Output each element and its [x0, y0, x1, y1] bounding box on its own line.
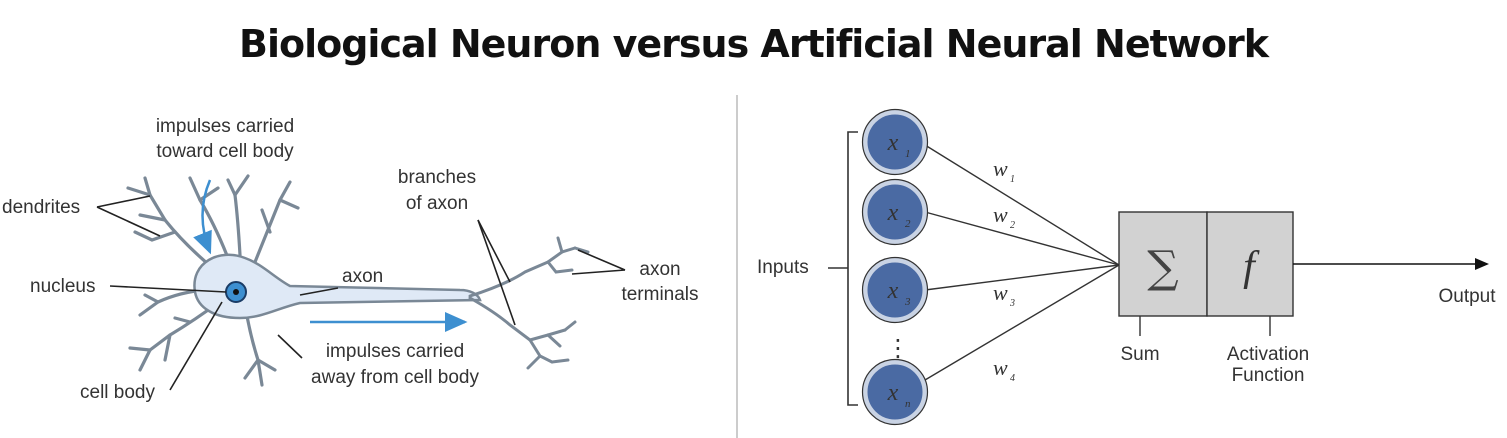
impulse-toward-arrow	[193, 179, 212, 255]
weight-w1: w 1	[993, 156, 1015, 185]
svg-text:1: 1	[1010, 174, 1015, 185]
cell-body-shape	[193, 253, 482, 320]
svg-text:w: w	[993, 280, 1008, 305]
label-dendrites: dendrites	[2, 197, 80, 218]
weight-w3: w 3	[993, 280, 1015, 309]
artificial-network: Inputs x 1 x 2 x 3 ⋮	[757, 108, 1496, 426]
diagram-title: Biological Neuron versus Artificial Neur…	[238, 22, 1269, 66]
node-var: x	[887, 380, 899, 406]
label-impulses-toward-2: toward cell body	[156, 141, 294, 162]
svg-text:4: 4	[1010, 373, 1015, 384]
svg-text:w: w	[993, 156, 1008, 181]
svg-text:w: w	[993, 355, 1008, 380]
label-axon-terminals-2: terminals	[621, 284, 698, 305]
label-impulses-away-1: impulses carried	[326, 341, 464, 362]
svg-text:3: 3	[1009, 298, 1015, 309]
label-axon: axon	[342, 266, 383, 287]
label-sum: Sum	[1120, 344, 1159, 365]
neuron-leader-lines	[96, 195, 626, 391]
node-var: x	[887, 130, 899, 156]
biological-neuron: impulses carried toward cell body dendri…	[2, 116, 699, 403]
label-branches-1: branches	[398, 167, 476, 188]
inputs-bracket	[828, 131, 858, 406]
axon-branches-drawing	[468, 236, 590, 370]
weight-w4: w 4	[993, 355, 1015, 384]
activation-box	[1206, 211, 1294, 317]
svg-text:w: w	[993, 202, 1008, 227]
sum-box	[1118, 211, 1208, 317]
ellipsis: ⋮	[886, 334, 910, 362]
label-axon-terminals-1: axon	[639, 259, 680, 280]
dendrites-drawing	[126, 174, 300, 387]
label-output: Output	[1438, 286, 1496, 307]
label-activation-2: Function	[1232, 365, 1305, 386]
label-cell-body: cell body	[80, 382, 155, 403]
input-node-2: x 2	[861, 178, 929, 246]
sum-symbol: ∑	[1147, 242, 1178, 293]
label-nucleus: nucleus	[30, 276, 96, 297]
input-node-1: x 1	[861, 108, 929, 176]
nucleus-dot	[233, 289, 239, 295]
svg-text:2: 2	[1010, 220, 1015, 231]
node-sub: 2	[905, 218, 911, 230]
node-sub: n	[905, 398, 911, 410]
weight-lines	[924, 144, 1120, 381]
input-node-3: x 3	[861, 256, 929, 324]
label-activation-1: Activation	[1227, 344, 1309, 365]
label-inputs: Inputs	[757, 257, 809, 278]
node-var: x	[887, 278, 899, 304]
node-var: x	[887, 200, 899, 226]
node-sub: 1	[905, 148, 911, 160]
label-impulses-away-2: away from cell body	[311, 367, 479, 388]
label-impulses-toward-1: impulses carried	[156, 116, 294, 137]
node-sub: 3	[904, 296, 911, 308]
weight-w2: w 2	[993, 202, 1015, 231]
label-branches-2: of axon	[406, 193, 468, 214]
input-node-n: x n	[861, 358, 929, 426]
